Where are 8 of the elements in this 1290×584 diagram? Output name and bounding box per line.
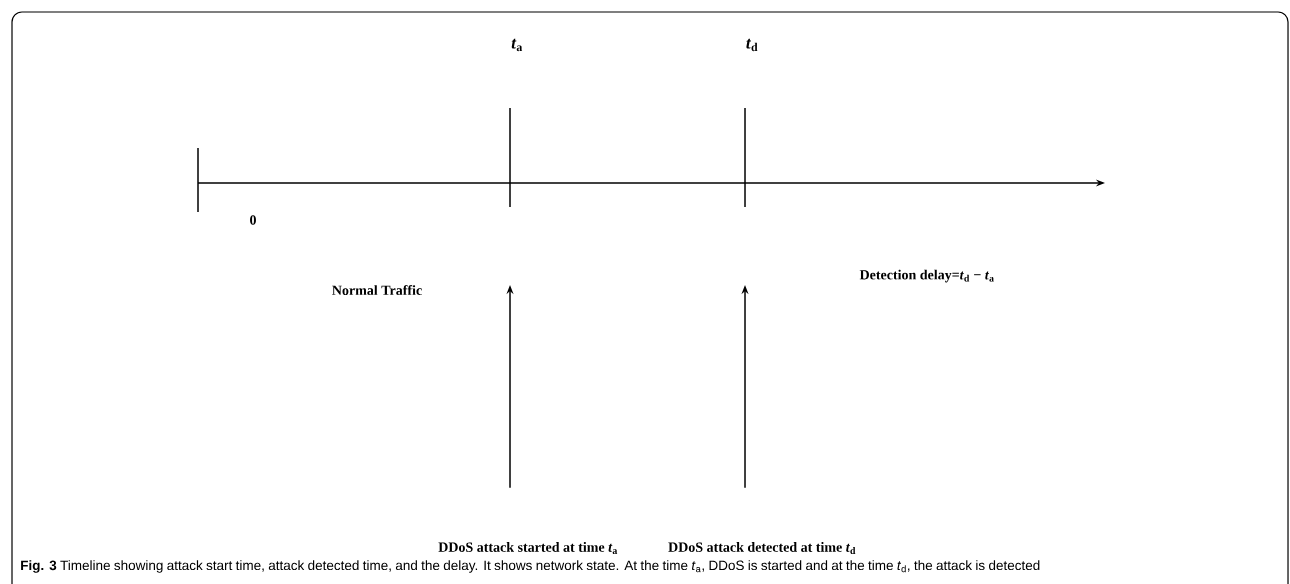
annotation-text: Detection delay=t$_{d}$ − t$_{a}$ <box>859 269 994 283</box>
tick-label: t$_{a}$ <box>511 38 523 52</box>
tick-label: 0 <box>250 215 256 225</box>
timeline-event-label: DDoS attack detected at time t$_{d}$ <box>668 542 856 554</box>
figure-caption: Fig. 3 Timeline showing attack start time, attack detected time, and the delay. It shows network state. At the time t$_{a}$, DDoS is started and at the time t$_{d}$, the attack is detected <box>21 560 1040 573</box>
timeline-event-label: DDoS attack started at time t$_{a}$ <box>438 542 618 554</box>
annotation-text: Normal Traffic <box>332 285 422 295</box>
tick-label: t$_{d}$ <box>746 38 758 52</box>
